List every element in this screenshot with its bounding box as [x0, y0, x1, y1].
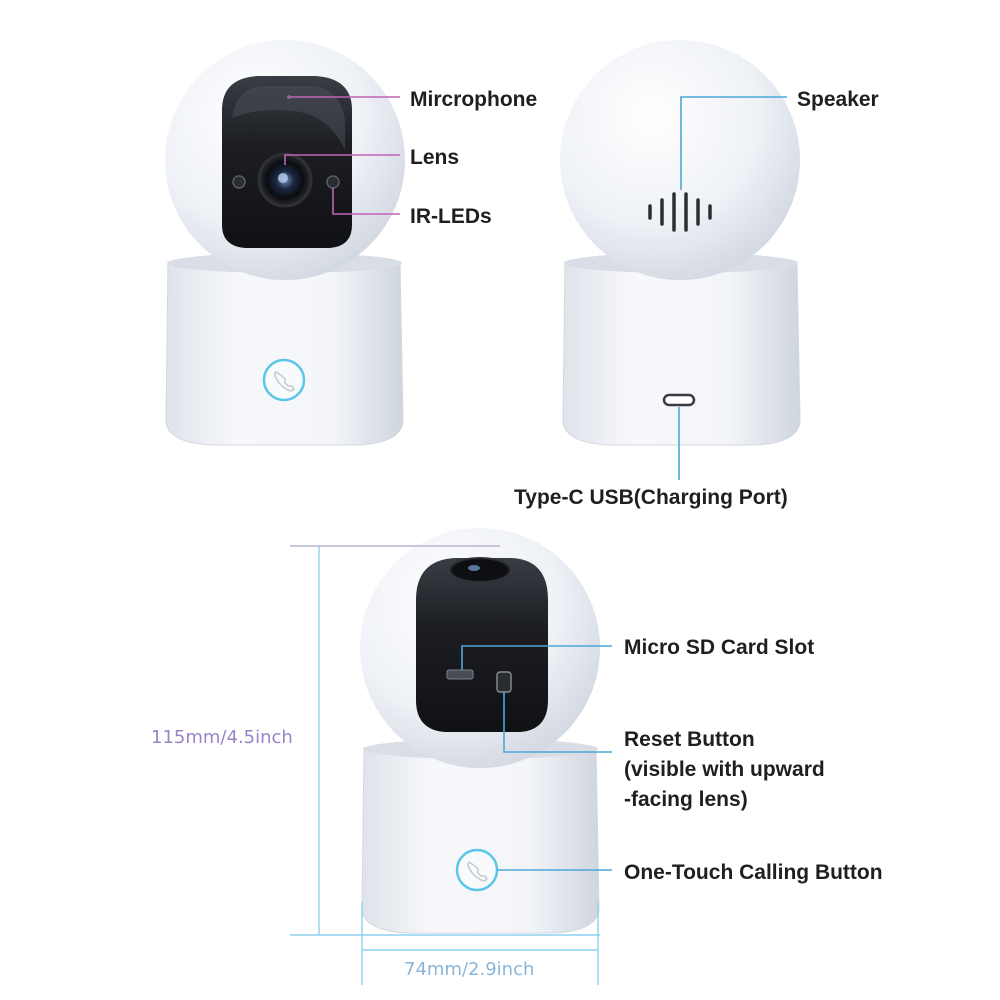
ir-leds-label: IR-LEDs [410, 205, 492, 228]
camera-front-panel-gloss [232, 86, 345, 150]
phone-icon [467, 860, 488, 882]
camera-back-base [562, 261, 801, 446]
camera-front-view [165, 40, 405, 446]
camera-back-head [560, 40, 800, 280]
camera-front-call-button [262, 358, 306, 402]
lens-callout-line [284, 154, 400, 165]
ir-led-left [232, 175, 246, 189]
type-c-label: Type-C USB(Charging Port) [514, 486, 788, 509]
tilted-lens-highlight [468, 565, 480, 571]
height-label-bg [140, 722, 310, 752]
lens-highlight [278, 173, 288, 183]
sd-slot-label: Micro SD Card Slot [624, 636, 814, 659]
speaker-callout-line [680, 96, 787, 190]
camera-tilted-view [360, 528, 600, 934]
reset-label-line1: Reset Button [624, 728, 755, 751]
height-dimension-label: 115mm/4.5inch [151, 727, 293, 748]
speaker-label: Speaker [797, 88, 879, 111]
reset-label-line3: -facing lens) [624, 788, 748, 811]
camera-back-callouts: Speaker Type-C USB(Charging Port) [514, 88, 879, 509]
camera-front-callouts: Mircrophone Lens IR-LEDs [284, 88, 537, 228]
camera-tilted-call-button [455, 848, 499, 892]
width-dimension-label: 74mm/2.9inch [404, 959, 534, 980]
ir-led-right [326, 175, 340, 189]
camera-tilted-face-panel [416, 558, 548, 732]
camera-tilted-base [361, 747, 600, 934]
sd-slot-callout-line [461, 645, 612, 670]
camera-tilted-callouts: Micro SD Card Slot Reset Button (visible… [461, 636, 883, 884]
microphone-label: Mircrophone [410, 88, 537, 111]
lens-label: Lens [410, 146, 459, 169]
camera-front-base [165, 261, 404, 446]
calling-button-label: One-Touch Calling Button [624, 861, 883, 884]
sd-card-slot-icon [446, 669, 474, 680]
reset-button-icon [496, 671, 512, 693]
reset-callout-line [503, 692, 612, 753]
speaker-grille-icon [648, 192, 712, 232]
camera-back-view [560, 40, 801, 446]
dimension-markers: 115mm/4.5inch 74mm/2.9inch [140, 545, 600, 985]
ir-leds-callout-line [332, 188, 400, 215]
usb-c-port-icon [662, 393, 696, 407]
phone-icon [274, 370, 295, 392]
camera-tilted-lens [449, 557, 511, 583]
reset-label-line2: (visible with upward [624, 758, 825, 781]
